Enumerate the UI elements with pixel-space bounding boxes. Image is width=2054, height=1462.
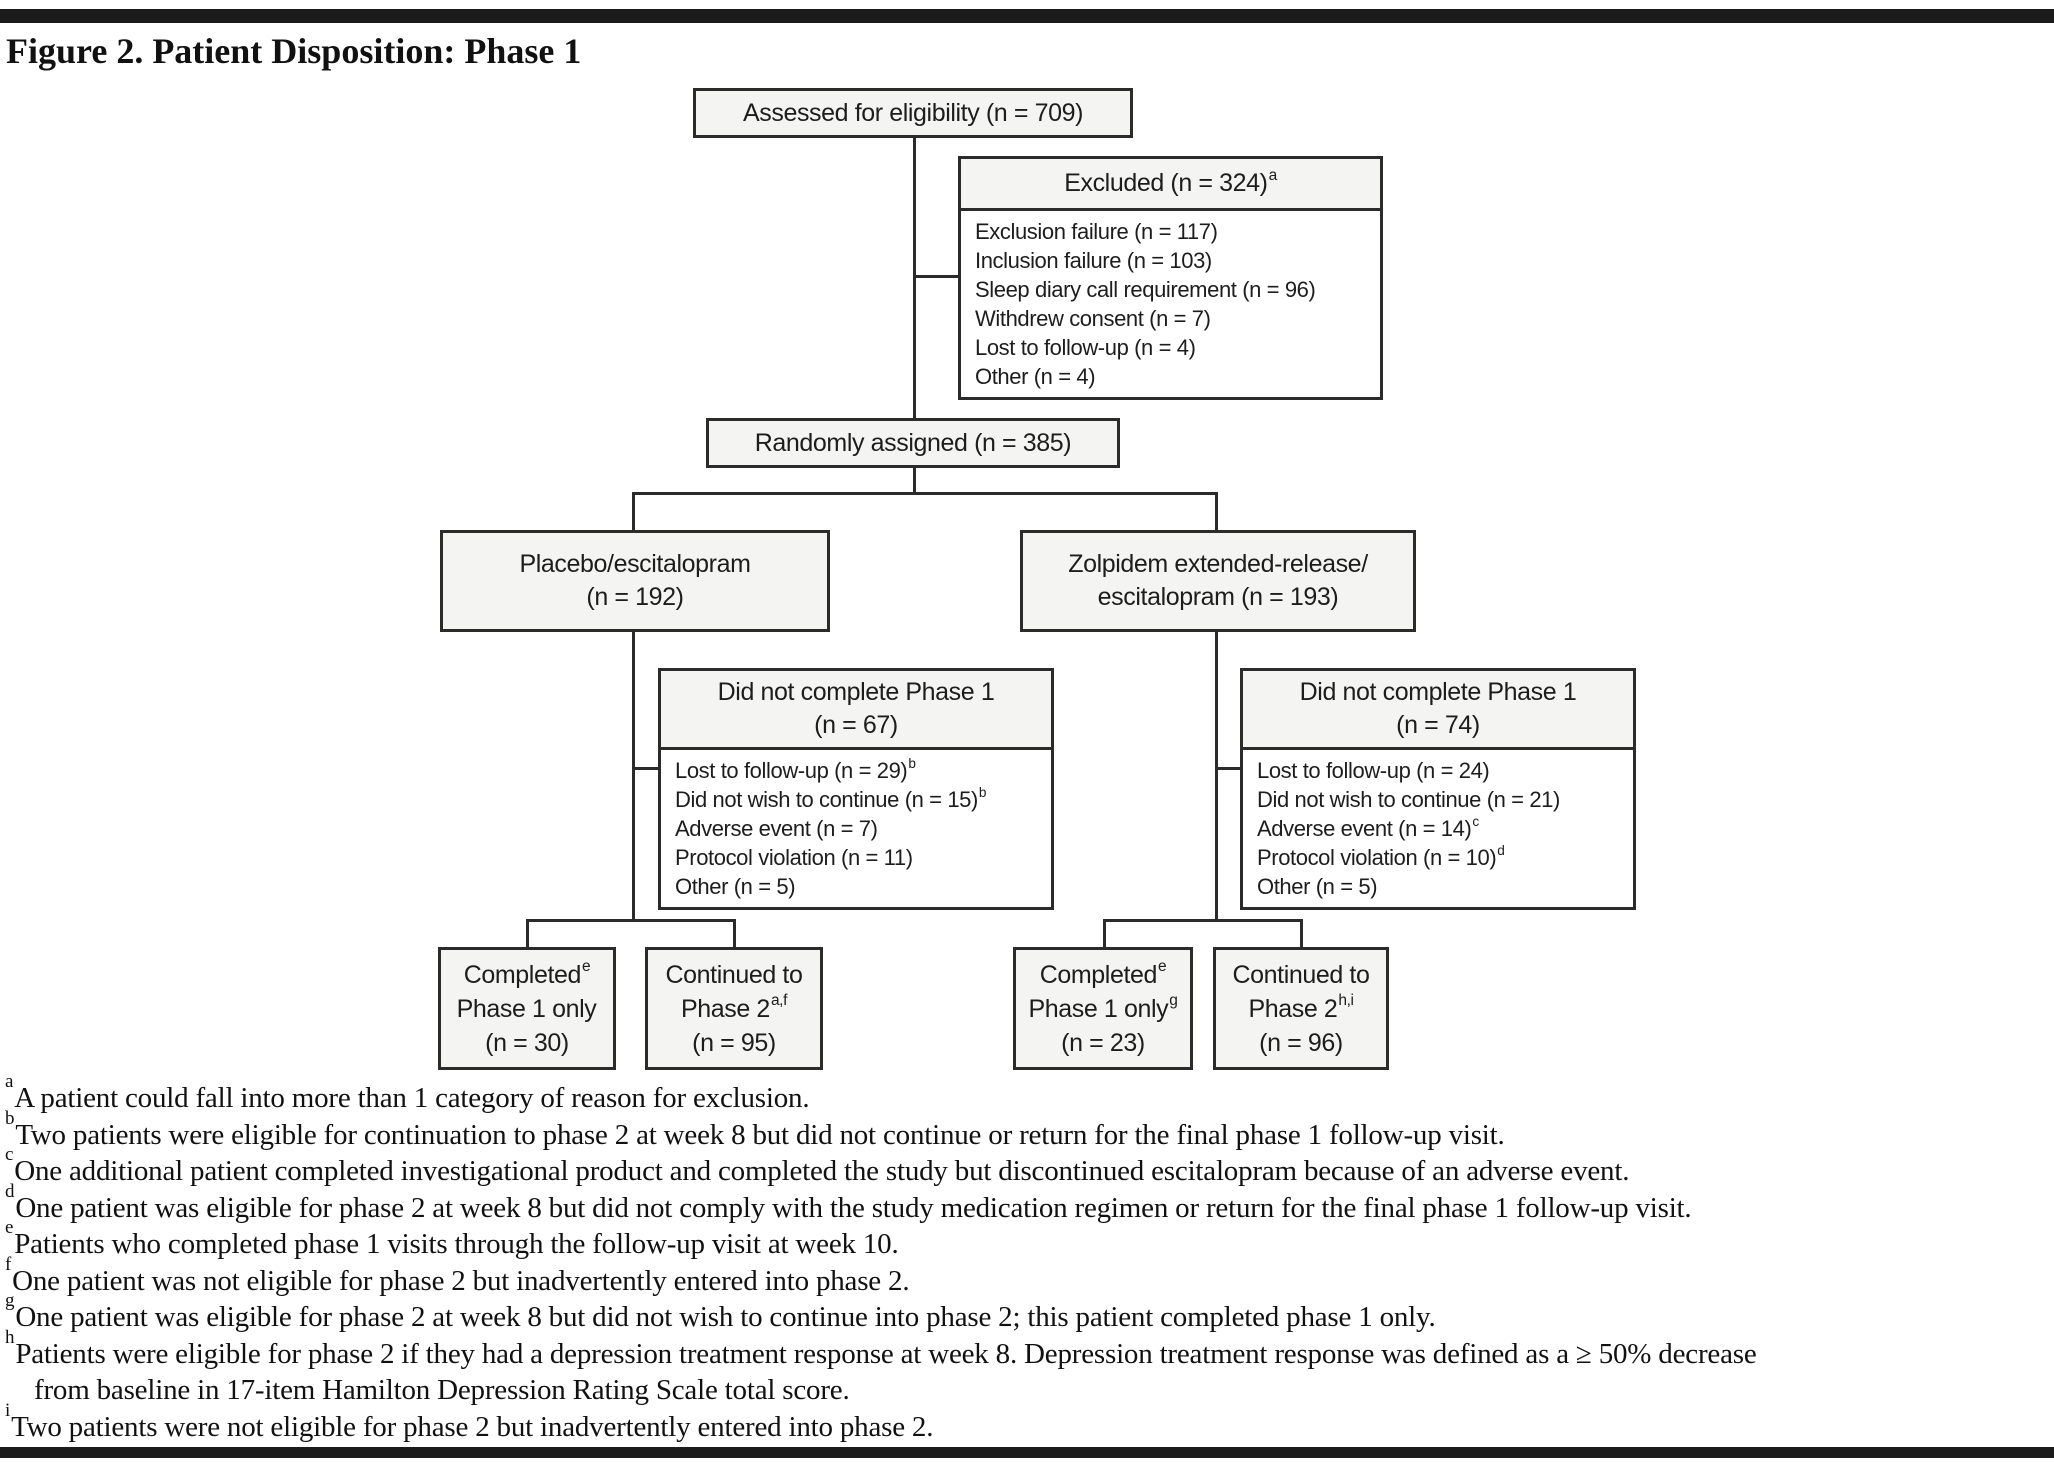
dnc-right-box: Did not complete Phase 1 (n = 74) Lost t… [1240, 668, 1636, 910]
continued-left-line1: Continued to [665, 960, 803, 989]
connector-to-dnc-left [634, 767, 660, 770]
continued-left-line3: (n = 95) [692, 1028, 776, 1057]
connector-bottom-left-horizontal [526, 919, 736, 922]
excluded-item: Lost to follow-up (n = 4) [975, 335, 1196, 360]
dnc-right-item: Protocol violation (n = 10)d [1257, 842, 1505, 870]
completed-right-line1: Completed [1039, 960, 1158, 989]
footnote-b: bTwo patients were eligible for continua… [5, 1107, 1505, 1151]
assessed-label: Assessed for eligibility (n = 709) [742, 98, 1084, 127]
dnc-left-item: Other (n = 5) [675, 874, 796, 899]
connector-drop-completed-right [1103, 919, 1106, 947]
dnc-left-item: Did not wish to continue (n = 15)b [675, 784, 987, 812]
continued-left-line2: Phase 2 [681, 994, 770, 1023]
completed-left-box: Completede Phase 1 only (n = 30) [438, 947, 616, 1070]
continued-right-line1: Continued to [1232, 960, 1370, 989]
completed-left-line1: Completed [463, 960, 582, 989]
footnote-a: aA patient could fall into more than 1 c… [5, 1071, 810, 1114]
dnc-right-header: Did not complete Phase 1 (n = 74) [1243, 671, 1633, 750]
dnc-left-title2: (n = 67) [814, 711, 898, 739]
footnote-c: cOne additional patient completed invest… [5, 1144, 1630, 1187]
connector-drop-completed-left [526, 919, 529, 947]
dnc-left-item: Lost to follow-up (n = 29)b [675, 755, 916, 783]
zolpidem-arm-line2: escitalopram (n = 193) [1097, 583, 1339, 611]
connector-drop-placebo [632, 492, 635, 530]
excluded-title: Excluded (n = 324) [1064, 169, 1268, 197]
dnc-left-item: Protocol violation (n = 11) [675, 845, 913, 870]
connector-drop-continued-left [733, 919, 736, 947]
continued-right-line3: (n = 96) [1259, 1028, 1343, 1057]
excluded-item: Exclusion failure (n = 117) [975, 219, 1218, 244]
connector-drop-continued-right [1300, 919, 1303, 947]
placebo-arm-box: Placebo/escitalopram (n = 192) [440, 530, 830, 632]
dnc-left-box: Did not complete Phase 1 (n = 67) Lost t… [658, 668, 1054, 910]
dnc-right-item: Lost to follow-up (n = 24) [1257, 758, 1490, 783]
top-rule [0, 9, 2054, 23]
excluded-box: Excluded (n = 324)a Exclusion failure (n… [958, 156, 1383, 400]
zolpidem-arm-line1: Zolpidem extended-release/ [1068, 550, 1368, 578]
excluded-title-sup: a [1268, 166, 1278, 184]
assessed-box: Assessed for eligibility (n = 709) [693, 88, 1133, 138]
zolpidem-arm-box: Zolpidem extended-release/ escitalopram … [1020, 530, 1416, 632]
connector-bottom-right-horizontal [1103, 919, 1303, 922]
connector-zolpidem-down [1215, 632, 1218, 922]
dnc-left-title1: Did not complete Phase 1 [717, 678, 995, 706]
placebo-arm-line1: Placebo/escitalopram [519, 550, 751, 578]
dnc-left-header: Did not complete Phase 1 (n = 67) [661, 671, 1051, 750]
footnote-h-continued: from baseline in 17-item Hamilton Depres… [34, 1374, 850, 1406]
dnc-right-item: Did not wish to continue (n = 21) [1257, 787, 1560, 812]
figure-title: Figure 2. Patient Disposition: Phase 1 [6, 31, 582, 71]
completed-right-box: Completede Phase 1 onlyg (n = 23) [1013, 947, 1193, 1070]
completed-left-line2: Phase 1 only [456, 994, 597, 1023]
connector-assessed-to-randomized [913, 138, 916, 418]
footnote-i: iTwo patients were not eligible for phas… [5, 1399, 934, 1443]
dnc-right-item: Other (n = 5) [1257, 874, 1378, 899]
connector-to-excluded [915, 275, 960, 278]
excluded-item: Withdrew consent (n = 7) [975, 306, 1211, 331]
randomized-label: Randomly assigned (n = 385) [754, 428, 1072, 457]
excluded-item: Sleep diary call requirement (n = 96) [975, 277, 1316, 302]
completed-right-line2: Phase 1 only [1028, 994, 1169, 1023]
excluded-item: Inclusion failure (n = 103) [975, 248, 1212, 273]
dnc-left-list: Lost to follow-up (n = 29)b Did not wish… [661, 750, 1051, 907]
dnc-right-list: Lost to follow-up (n = 24) Did not wish … [1243, 750, 1633, 907]
continued-right-line2: Phase 2 [1248, 994, 1338, 1023]
dnc-right-item: Adverse event (n = 14)c [1257, 813, 1479, 841]
footnote-f: fOne patient was not eligible for phase … [5, 1253, 910, 1297]
connector-branch-horizontal [632, 492, 1218, 495]
completed-right-line3: (n = 23) [1061, 1028, 1145, 1057]
dnc-left-item: Adverse event (n = 7) [675, 816, 878, 841]
bottom-rule [0, 1447, 2054, 1458]
randomized-box: Randomly assigned (n = 385) [706, 418, 1120, 468]
continued-left-box: Continued to Phase 2a,f (n = 95) [645, 947, 823, 1070]
footnote-d: dOne patient was eligible for phase 2 at… [5, 1180, 1692, 1224]
footnote-g: gOne patient was eligible for phase 2 at… [5, 1290, 1436, 1333]
connector-randomized-down [913, 468, 916, 494]
footnotes: aA patient could fall into more than 1 c… [4, 1071, 2050, 1445]
connector-drop-zolpidem [1215, 492, 1218, 530]
footnote-h: hPatients were eligible for phase 2 if t… [5, 1326, 1757, 1370]
completed-left-line3: (n = 30) [485, 1028, 569, 1057]
dnc-right-title1: Did not complete Phase 1 [1299, 678, 1577, 706]
footnote-e: ePatients who completed phase 1 visits t… [5, 1217, 899, 1260]
connector-to-dnc-right [1217, 767, 1240, 770]
excluded-header: Excluded (n = 324)a [961, 159, 1380, 211]
continued-right-box: Continued to Phase 2h,i (n = 96) [1213, 947, 1389, 1070]
excluded-item: Other (n = 4) [975, 364, 1096, 389]
excluded-list: Exclusion failure (n = 117) Inclusion fa… [961, 211, 1380, 397]
connector-placebo-down [632, 632, 635, 922]
dnc-right-title2: (n = 74) [1396, 711, 1480, 739]
placebo-arm-line2: (n = 192) [586, 583, 684, 611]
